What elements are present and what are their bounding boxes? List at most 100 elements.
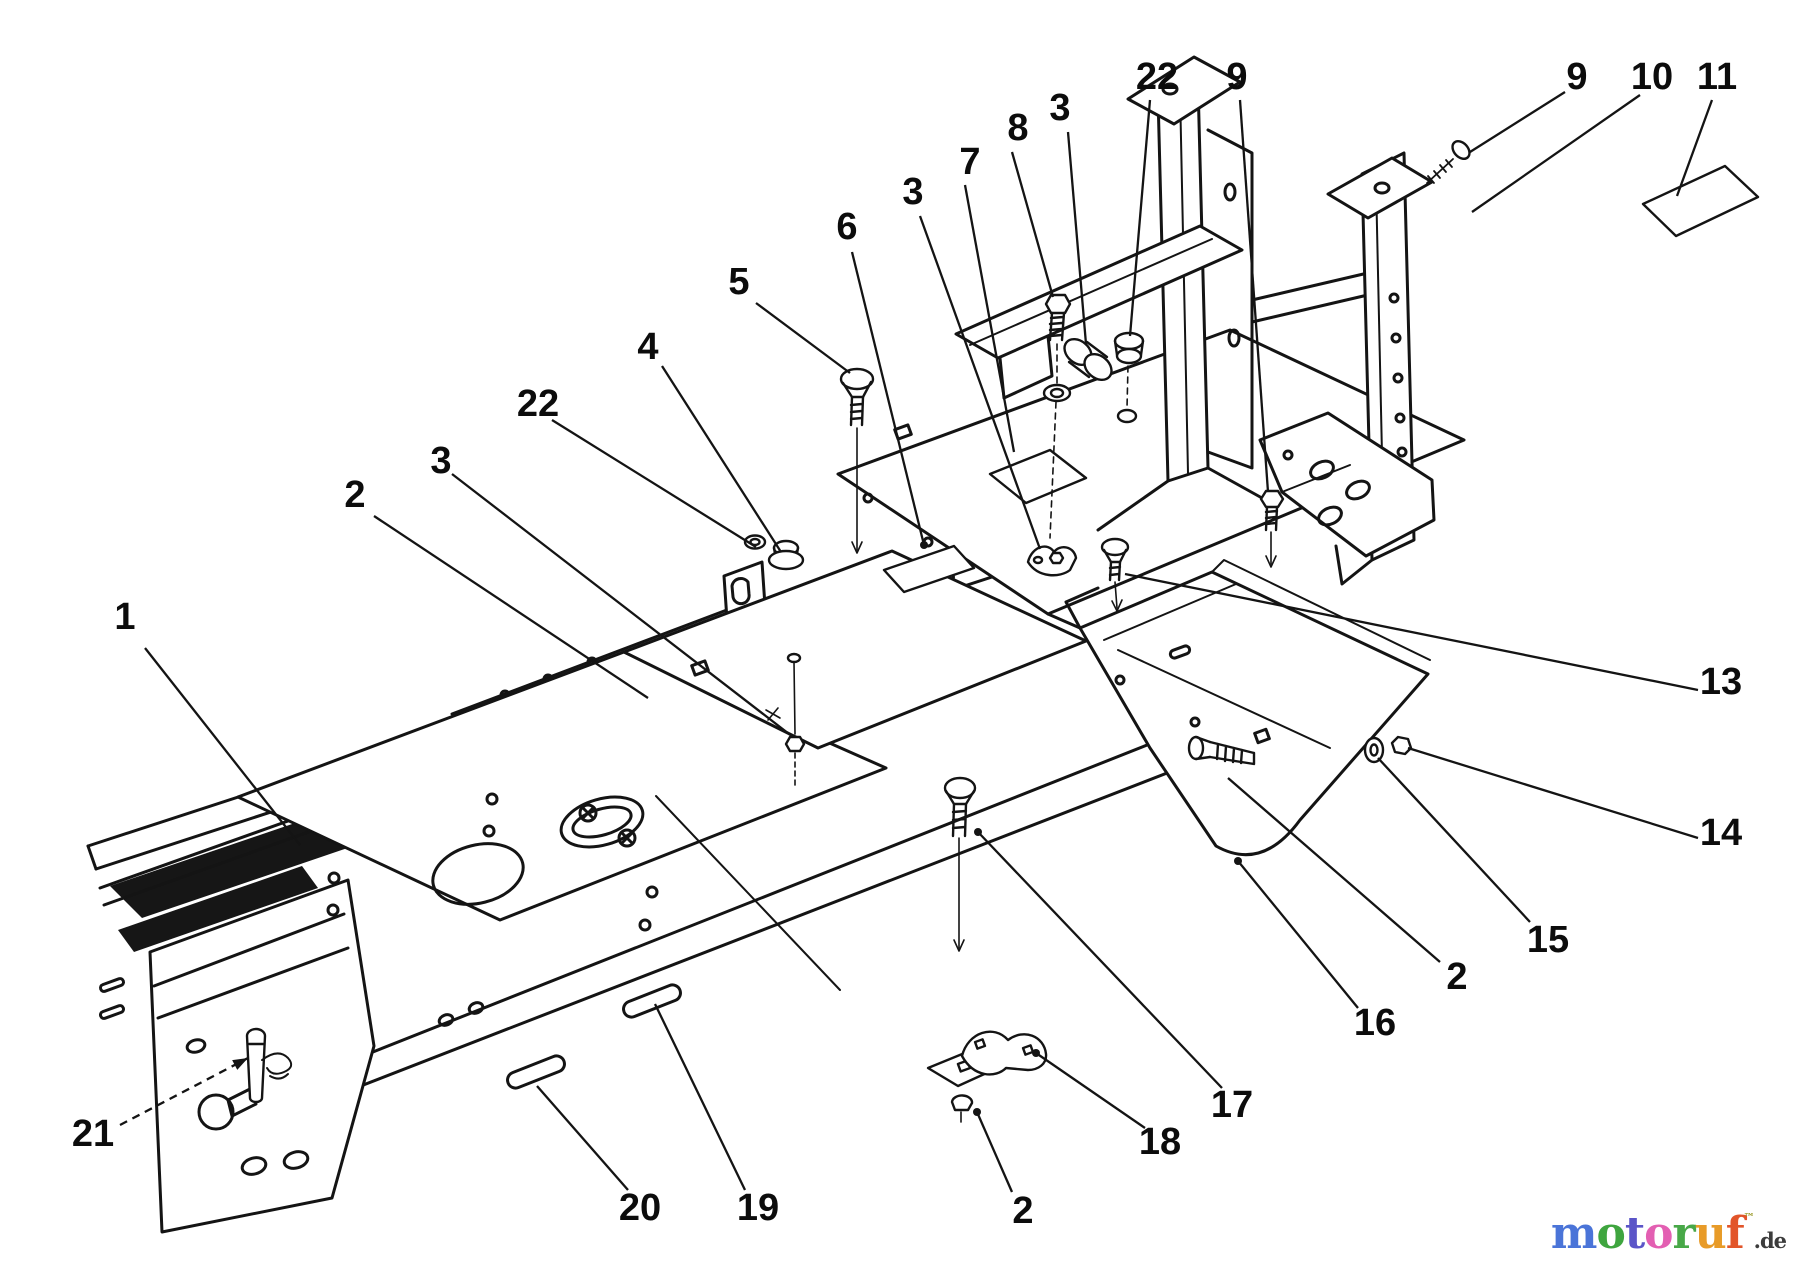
callout-number-21: 21 — [72, 1113, 114, 1155]
leader-line-2-19 — [1227, 777, 1441, 963]
decal-11-plate — [1641, 164, 1760, 238]
callout-number-15: 15 — [1527, 919, 1569, 961]
leader-line-5-5 — [755, 302, 851, 374]
cap-bushing-22 — [1113, 331, 1145, 424]
leader-dot — [1032, 1049, 1040, 1057]
callout-number-13: 13 — [1700, 661, 1742, 703]
callout-number-9: 9 — [1566, 56, 1587, 98]
bushing-4 — [767, 539, 805, 571]
callout-number-2: 2 — [1012, 1190, 1033, 1232]
callout-number-8: 8 — [1007, 107, 1028, 149]
frame-rod — [655, 795, 841, 991]
callout-number-14: 14 — [1700, 812, 1742, 854]
decal-7 — [988, 448, 1088, 505]
near-frame-rail — [320, 726, 1200, 1103]
callout-number-11: 11 — [1697, 56, 1737, 98]
callout-number-22: 22 — [1136, 56, 1178, 98]
leader-line-8-9 — [1010, 151, 1055, 298]
callout-number-2: 2 — [1446, 956, 1467, 998]
three-hole-bracket — [1258, 411, 1436, 558]
leader-line-4-4 — [661, 365, 782, 553]
leader-line-19-24 — [653, 1003, 747, 1191]
leader-arrowhead — [232, 1058, 248, 1070]
leader-line-1-0 — [144, 647, 301, 846]
carriage-bolt-17 — [943, 776, 977, 952]
callout-number-17: 17 — [1211, 1084, 1253, 1126]
watermark-logo: motoruf™.de — [1551, 1211, 1787, 1256]
leader-line-2-1 — [373, 515, 649, 699]
stud-nut-3 — [765, 652, 806, 787]
leader-line-10-14 — [1471, 94, 1641, 213]
clamp-18 — [926, 1030, 1048, 1123]
callout-number-20: 20 — [619, 1187, 661, 1229]
leader-line-3-2 — [451, 473, 794, 738]
leader-line-16-20 — [1237, 860, 1359, 1009]
decal-6 — [882, 544, 976, 594]
flat-bolt-13 — [1100, 537, 1130, 612]
callout-number-7: 7 — [959, 141, 980, 183]
leader-line-2-23 — [975, 1111, 1014, 1193]
leader-line-13-16 — [1124, 572, 1699, 692]
leader-line-9-12 — [1238, 99, 1270, 493]
callout-number-6: 6 — [836, 206, 857, 248]
frame-structure — [86, 55, 1760, 1234]
leader-line-17-21 — [977, 831, 1223, 1089]
leader-line-14-17 — [1407, 746, 1699, 840]
leader-line-18-22 — [1035, 1052, 1146, 1129]
watermark-suffix: .de — [1753, 1228, 1787, 1253]
nut-14 — [1390, 735, 1413, 756]
callout-number-5: 5 — [728, 261, 749, 303]
screw-9-top — [1426, 140, 1471, 184]
hex-bolt-9 — [1259, 489, 1285, 568]
callout-number-19: 19 — [737, 1187, 779, 1229]
pin-21 — [245, 1027, 293, 1104]
watermark-trademark: ™ — [1743, 1211, 1755, 1224]
callout-number-9: 9 — [1226, 56, 1247, 98]
watermark-letter: f — [1725, 1208, 1745, 1259]
leader-line-3-7 — [918, 215, 1042, 550]
watermark-letter: u — [1694, 1208, 1727, 1259]
leader-dot — [1234, 857, 1242, 865]
callout-number-3: 3 — [1049, 87, 1070, 129]
watermark-letter: m — [1550, 1208, 1598, 1259]
small-clamp-3 — [1026, 545, 1078, 577]
callout-number-3: 3 — [430, 440, 451, 482]
hex-bolt-8 — [1042, 293, 1072, 539]
leader-line-9-13 — [1469, 91, 1566, 153]
leader-dot — [973, 1108, 981, 1116]
callout-number-22: 22 — [517, 383, 559, 425]
callout-number-3: 3 — [902, 171, 923, 213]
spacer-3 — [1063, 337, 1113, 382]
callout-number-2: 2 — [344, 474, 365, 516]
leader-line-3-10 — [1066, 131, 1088, 345]
callout-number-10: 10 — [1631, 56, 1673, 98]
leader-line-11-15 — [1675, 99, 1714, 197]
leader-line-15-18 — [1377, 757, 1531, 923]
callout-number-1: 1 — [114, 596, 135, 638]
callout-number-18: 18 — [1139, 1121, 1181, 1163]
flat-bolt-5 — [839, 367, 875, 554]
washer-15 — [1363, 736, 1385, 764]
leader-dot — [974, 828, 982, 836]
leader-line-22-11 — [1128, 99, 1152, 337]
leader-line-22-3 — [551, 419, 757, 548]
cup-washer-22 — [743, 534, 767, 550]
leader-dot — [920, 541, 928, 549]
watermark-letter: t — [1624, 1208, 1645, 1259]
fasteners — [245, 140, 1471, 1123]
callout-number-4: 4 — [637, 326, 658, 368]
watermark-letter: o — [1644, 1208, 1673, 1259]
support-bracket — [1064, 559, 1431, 857]
leader-line-20-25 — [536, 1085, 629, 1191]
leader-line-7-8 — [963, 184, 1016, 453]
mounting-plate — [236, 650, 888, 932]
leader-line-6-6 — [850, 251, 926, 546]
leader-line-21-26 — [119, 1056, 249, 1127]
rear-tower — [954, 55, 1374, 532]
callout-number-16: 16 — [1354, 1002, 1396, 1044]
horizontal-bolt — [1187, 735, 1256, 766]
watermark-letter: r — [1672, 1208, 1696, 1259]
